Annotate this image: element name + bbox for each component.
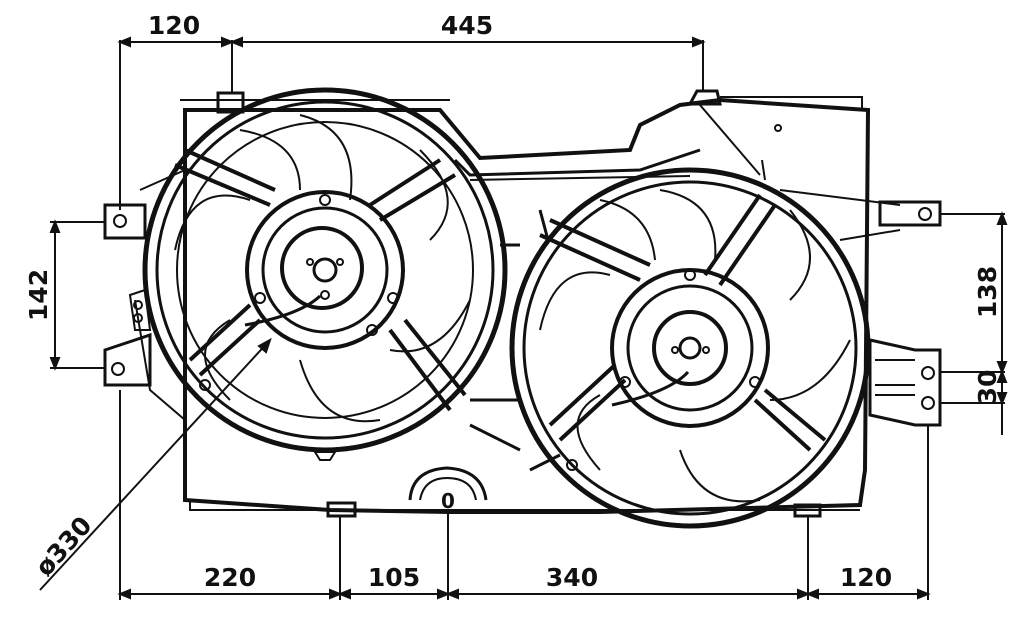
- dim-right-small: 30: [973, 370, 1002, 405]
- dim-bottom-4: 120: [840, 563, 892, 592]
- right-fan-blades: [539, 189, 851, 503]
- right-fan: [509, 159, 871, 529]
- dimension-lines: [39, 36, 1008, 600]
- left-fan-blades: [174, 114, 471, 423]
- dim-top-spacing: 445: [441, 11, 493, 40]
- dim-top-left-width: 120: [148, 11, 200, 40]
- dim-fan-diameter: ø330: [30, 511, 98, 582]
- right-fan-struts: [539, 193, 827, 452]
- dim-bottom-1: 220: [204, 563, 256, 592]
- dim-bottom-3: 340: [546, 563, 598, 592]
- dim-right-height: 138: [973, 266, 1002, 318]
- mounting-lugs: [103, 89, 942, 518]
- dim-left-height: 142: [24, 269, 53, 321]
- center-notch: 0: [408, 466, 488, 513]
- center-mark-label: 0: [441, 489, 455, 513]
- dim-bottom-2: 105: [368, 563, 420, 592]
- left-fan-struts: [174, 148, 467, 412]
- left-fan: [142, 87, 508, 461]
